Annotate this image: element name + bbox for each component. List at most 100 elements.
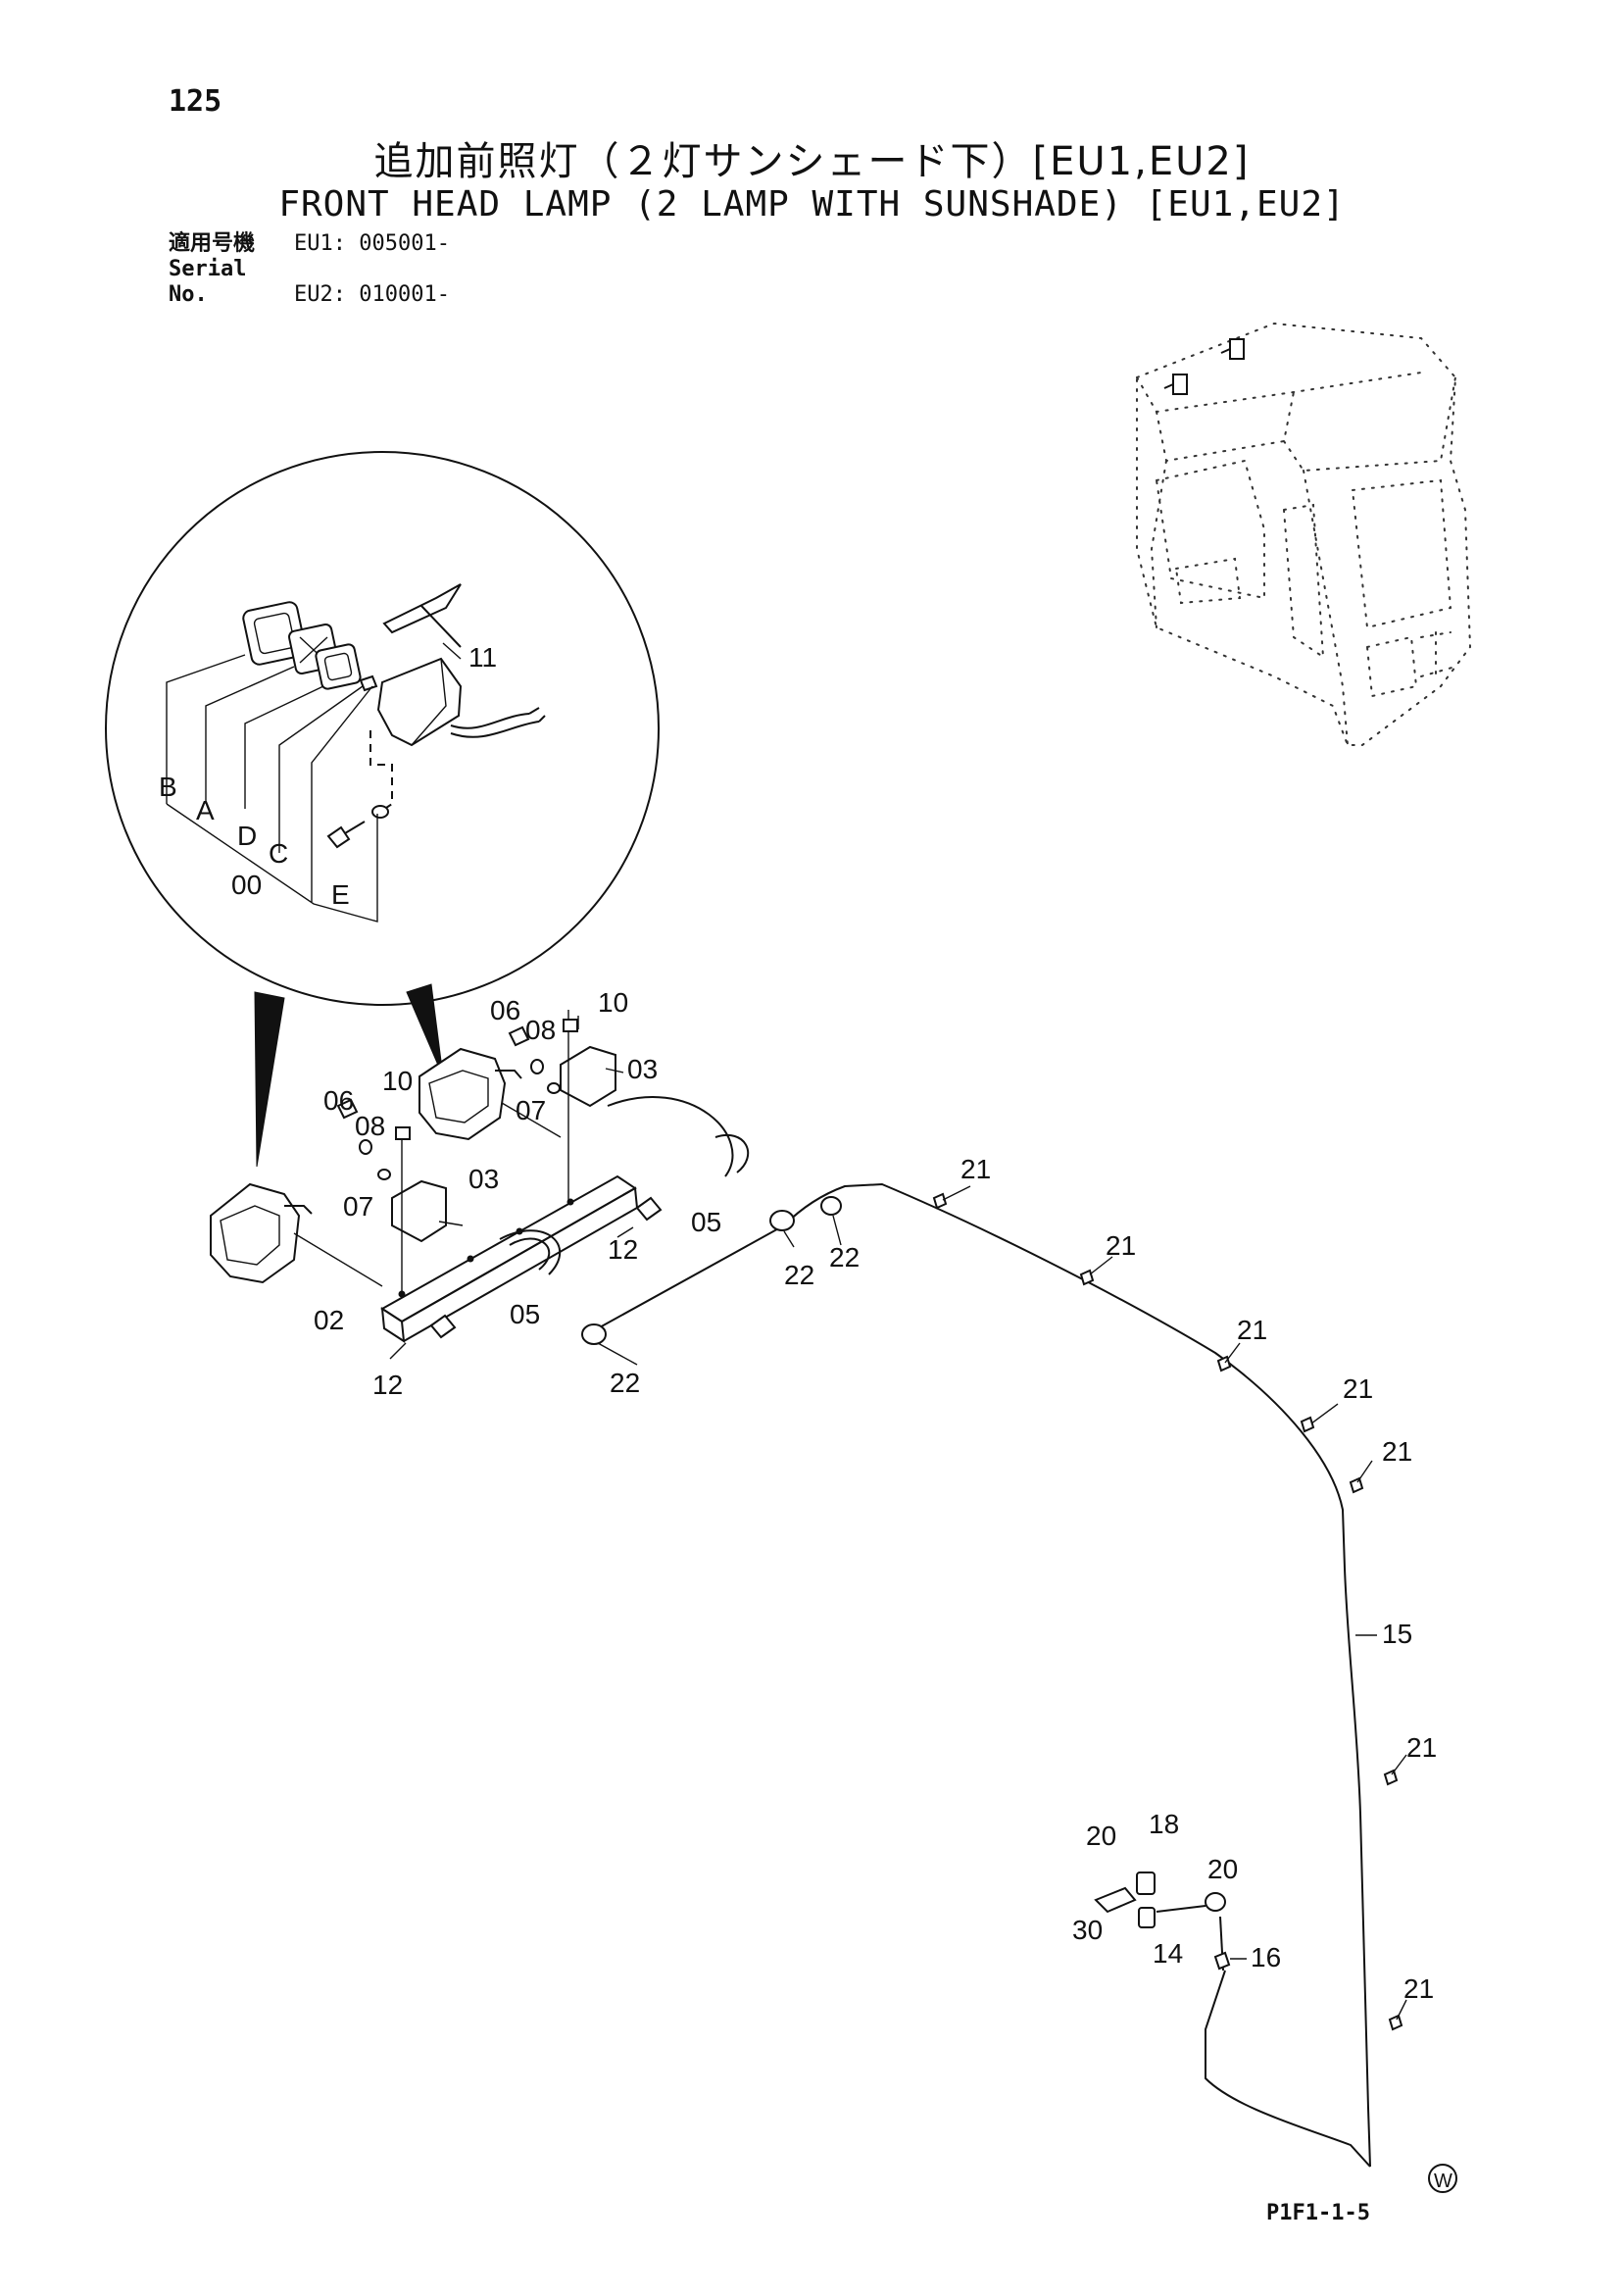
tie-21-icon [1383, 1769, 1399, 1786]
clip-22-left-icon [581, 1323, 607, 1345]
page-title-english: FRONT HEAD LAMP (2 LAMP WITH SUNSHADE) [… [278, 184, 1346, 225]
lamp-detail-circle [105, 451, 660, 1168]
callout-21-4: 21 [1343, 1373, 1373, 1404]
right-bolt-12-icon [635, 1196, 663, 1222]
callout-22-bottom: 22 [610, 1368, 640, 1398]
tie-21-icon [1300, 1416, 1315, 1433]
callout-a: A [196, 795, 215, 825]
tie-21-icon [1079, 1269, 1095, 1286]
right-bracket-03-icon [560, 1045, 616, 1108]
callout-05-right: 05 [691, 1207, 721, 1237]
wiring-harness-15 [581, 1182, 1457, 2193]
detail-pointer-right [406, 983, 444, 1077]
cab-lamp-left-icon [1172, 374, 1188, 395]
callout-21-6: 21 [1406, 1732, 1437, 1763]
callout-e: E [331, 879, 350, 910]
callout-21-5: 21 [1382, 1436, 1412, 1467]
bulb-c-icon [359, 674, 378, 692]
callout-21-1: 21 [960, 1154, 991, 1184]
left-bolt-10-icon [395, 1126, 411, 1140]
serial-row-eu1: 適用号機 EU1: 005001- [169, 231, 450, 257]
tie-21-icon [1349, 1476, 1364, 1494]
callout-21-2: 21 [1106, 1230, 1136, 1261]
left-ubolt-05-icon [499, 1229, 562, 1275]
left-washer-08-icon [359, 1139, 372, 1155]
callout-10-left: 10 [382, 1066, 413, 1096]
left-lamp-icon [210, 1182, 301, 1284]
bolt-16-icon [1213, 1951, 1231, 1971]
bolt-e-icon [326, 825, 351, 849]
callout-14: 14 [1153, 1938, 1183, 1969]
callout-03-right: 03 [627, 1054, 658, 1084]
left-washer-07-icon [377, 1169, 391, 1180]
watermark-circle-icon [1428, 2164, 1457, 2193]
cab-illustration [1136, 322, 1472, 746]
washer-e-icon [371, 805, 389, 819]
callout-18: 18 [1149, 1809, 1179, 1839]
callout-30: 30 [1072, 1915, 1103, 1945]
serial-label-jp: 適用号機 [169, 231, 256, 256]
callout-00: 00 [231, 870, 262, 900]
callout-03-left: 03 [468, 1164, 499, 1194]
right-washer-07-icon [547, 1082, 561, 1094]
callout-21-3: 21 [1237, 1315, 1267, 1345]
callout-22-middle: 22 [784, 1260, 814, 1290]
page-title-japanese: 追加前照灯（２灯サンシェード下）[EU1,EU2] [373, 139, 1251, 184]
lamp-lens-b-icon [242, 601, 307, 666]
callout-leaders [389, 642, 1407, 2021]
right-washer-08-icon [530, 1059, 544, 1074]
left-head-lamp [210, 1182, 383, 1287]
clip-22-middle-icon [769, 1210, 795, 1231]
connector-20-icon [1205, 1892, 1226, 1912]
clip-22-right-icon [820, 1196, 842, 1216]
callout-02: 02 [314, 1305, 344, 1335]
callout-11: 11 [468, 642, 497, 673]
watermark-label: W [1434, 2171, 1452, 2192]
mounting-bar-02 [336, 1010, 750, 1343]
right-bolt-10-icon [563, 1019, 578, 1032]
callout-05-left: 05 [510, 1299, 540, 1329]
right-nut-06-icon [508, 1025, 530, 1047]
callout-20-left: 20 [1086, 1821, 1116, 1851]
callout-16: 16 [1251, 1942, 1281, 1972]
serial-label-en: Serial No. [169, 257, 247, 307]
switch-30-icon [1094, 1886, 1137, 1914]
right-lamp-icon [418, 1047, 507, 1141]
callout-b: B [159, 772, 177, 802]
right-ubolt-05-icon [607, 1095, 734, 1177]
callout-08-left: 08 [355, 1111, 385, 1141]
callout-07-right: 07 [516, 1095, 546, 1125]
page-number: 125 [169, 84, 222, 119]
callout-22-right: 22 [829, 1242, 860, 1273]
cab-lamp-right-icon [1229, 338, 1245, 360]
drawing-code: P1F1-1-5 [1266, 2201, 1370, 2225]
callout-labels: B A D C 00 E 11 06 08 10 07 03 05 12 06 … [159, 642, 1452, 2192]
serial-row-eu2: Serial No. EU2: 010001- [169, 257, 450, 308]
tie-21-icon [1388, 2014, 1403, 2031]
left-nut-06-icon [336, 1098, 359, 1120]
callout-15: 15 [1382, 1619, 1412, 1649]
serial-eu2: EU2: 010001- [294, 282, 450, 307]
callout-06-right: 06 [490, 995, 520, 1025]
connector-18-icon [1136, 1872, 1156, 1895]
serial-applicability: 適用号機 EU1: 005001- Serial No. EU2: 010001- [169, 231, 450, 308]
lamp-ring-d-icon [315, 643, 362, 690]
right-head-lamp [418, 1047, 562, 1141]
left-bolt-12-icon [429, 1314, 457, 1339]
callout-20-right: 20 [1207, 1854, 1238, 1884]
serial-eu1: EU1: 005001- [294, 231, 450, 256]
detail-pointer-left [254, 991, 285, 1168]
tie-21-icon [932, 1192, 948, 1210]
callout-c: C [269, 838, 288, 869]
callout-10-right: 10 [598, 987, 628, 1018]
detail-lamp-body-icon [376, 657, 463, 747]
callout-07-left: 07 [343, 1191, 373, 1222]
callout-12-left: 12 [372, 1370, 403, 1400]
callout-d: D [237, 821, 257, 851]
callout-12-right: 12 [608, 1234, 638, 1265]
callout-06-left: 06 [323, 1085, 354, 1116]
callout-08-right: 08 [525, 1015, 556, 1045]
connector-14-icon [1138, 1907, 1156, 1928]
lamp-bracket-11-icon [382, 583, 462, 634]
